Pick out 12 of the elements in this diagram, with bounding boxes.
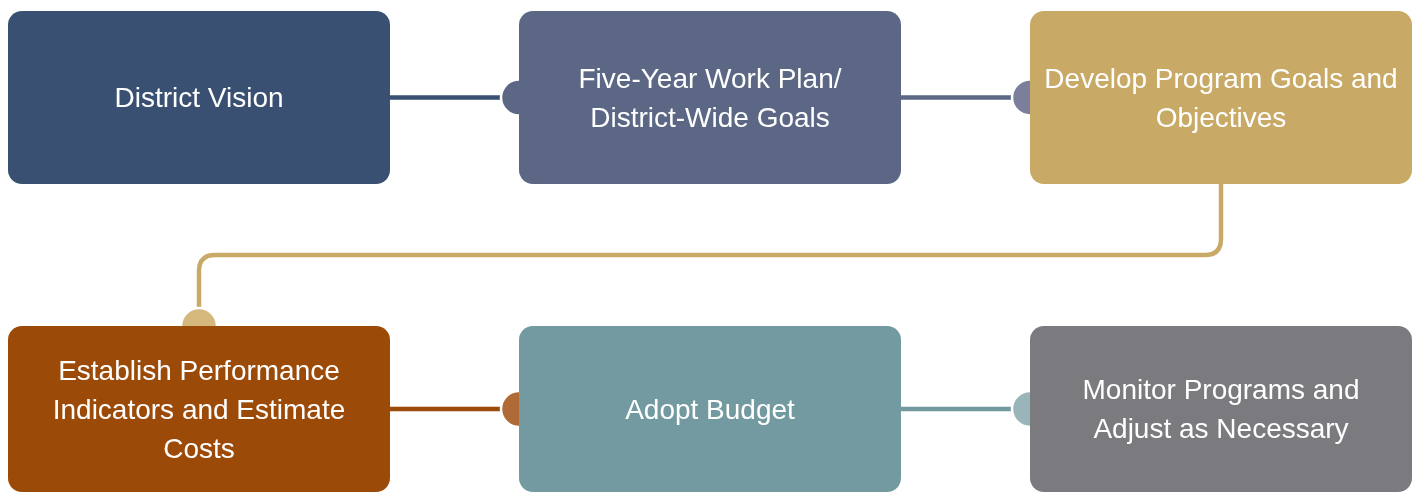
step-label: Develop Program Goals and Objectives	[1044, 61, 1398, 135]
step-label: Adopt Budget	[625, 392, 795, 427]
step-label: Establish Performance Indicators and Estimate Costs	[51, 353, 347, 466]
process-box	[8, 326, 390, 492]
step-label: Five-Year Work Plan/ District-Wide Goals	[577, 61, 843, 135]
process-box	[519, 11, 901, 184]
process-box	[1030, 326, 1412, 492]
step-label: District Vision	[114, 81, 284, 115]
process-box	[1030, 11, 1412, 184]
step-label: Monitor Programs and Adjust as Necessary	[1081, 373, 1361, 446]
process-box	[519, 326, 901, 492]
process-box	[8, 11, 390, 184]
